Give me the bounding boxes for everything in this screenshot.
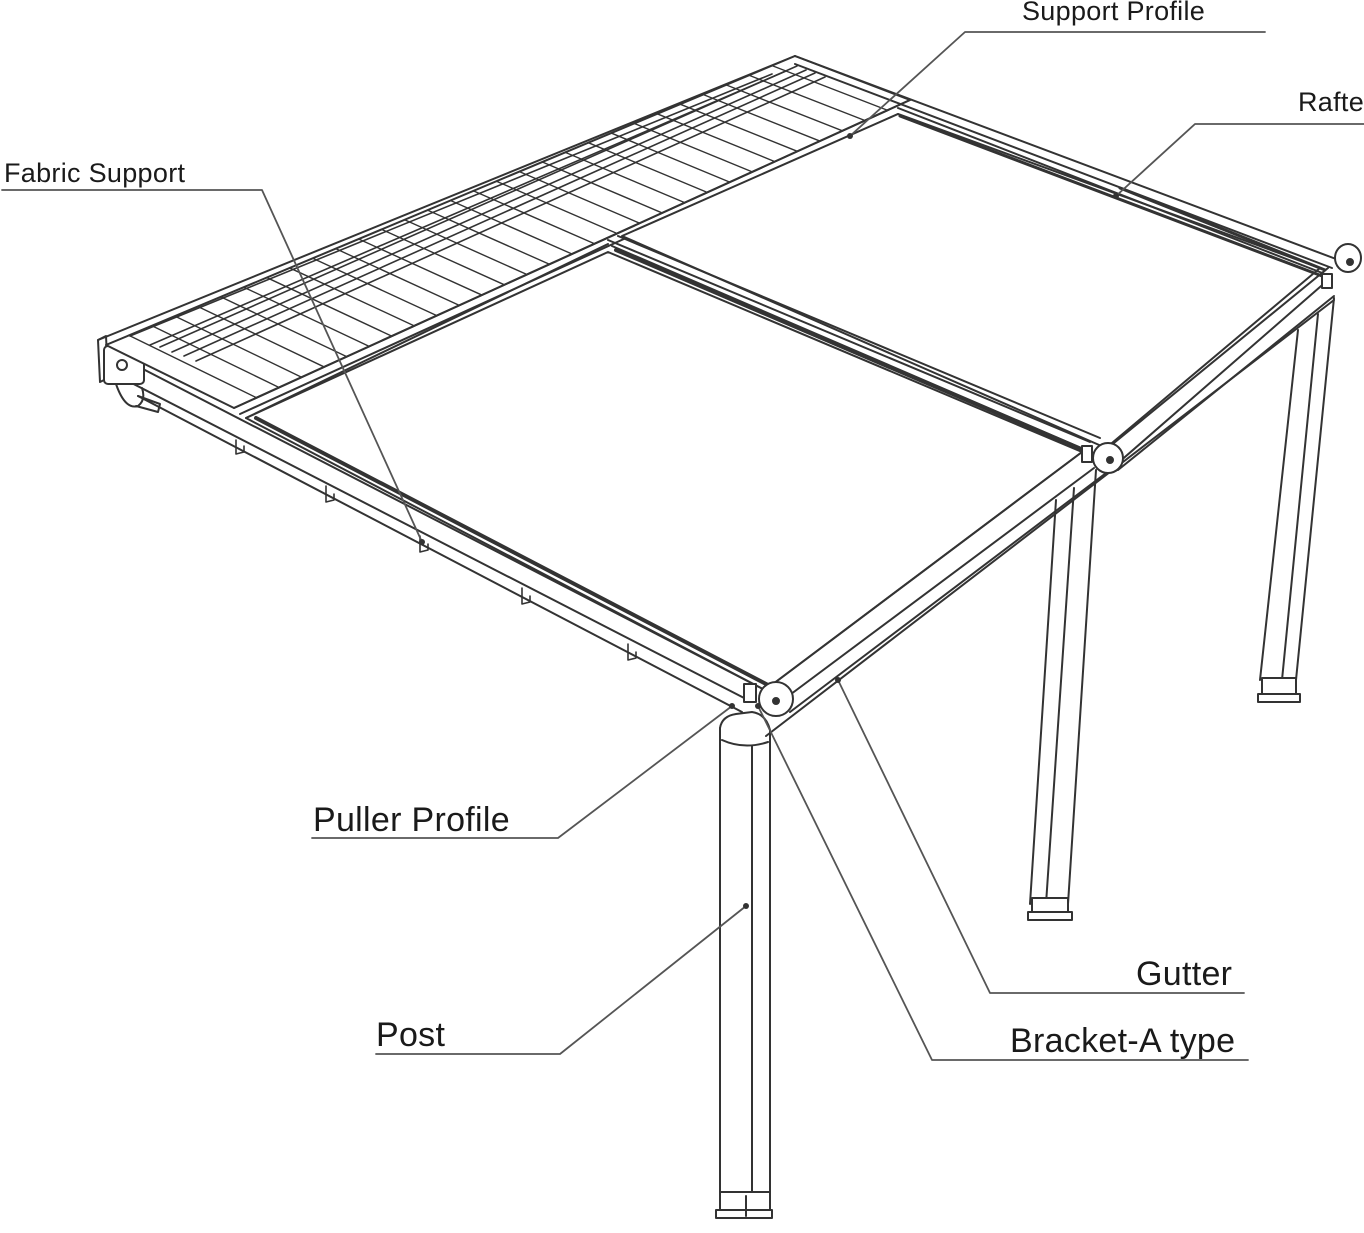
bracket-caps xyxy=(743,243,1362,717)
back-post xyxy=(1257,297,1335,703)
slat-line xyxy=(771,64,889,111)
slat-line xyxy=(541,161,663,214)
leader-dots xyxy=(419,133,1119,909)
slat-line xyxy=(702,93,821,142)
slat-line xyxy=(266,276,393,337)
gutter xyxy=(764,267,1335,737)
slat-line xyxy=(357,238,483,296)
slat-line xyxy=(587,141,708,194)
slat-line xyxy=(174,315,303,378)
slat-line xyxy=(403,219,528,276)
label-gutter: Gutter xyxy=(1136,955,1233,993)
slat-line xyxy=(495,180,618,235)
slat-line xyxy=(472,190,596,245)
slat-line xyxy=(243,286,370,348)
slat-lines xyxy=(128,64,889,399)
slat-line xyxy=(220,296,348,358)
back-rafter xyxy=(794,55,1345,277)
slat-line xyxy=(197,305,325,368)
label-puller-profile: Puller Profile xyxy=(313,801,510,839)
slat-line xyxy=(289,267,415,327)
slat-line xyxy=(725,84,844,132)
slat-line xyxy=(656,113,776,163)
label-bracket-a-type: Bracket-A type xyxy=(1010,1022,1236,1060)
label-fabric-support: Fabric Support xyxy=(4,158,186,188)
slat-line xyxy=(426,209,551,265)
middle-post xyxy=(1027,469,1097,921)
slat-line xyxy=(610,132,731,183)
front-post xyxy=(715,711,773,1219)
puller-profile-beam xyxy=(254,114,1324,688)
slat-line xyxy=(679,103,799,153)
label-post: Post xyxy=(376,1016,446,1054)
leader-lines xyxy=(1,31,1364,1061)
slat-line xyxy=(334,247,461,307)
label-support-profile: Support Profile xyxy=(1022,0,1206,26)
slat-line xyxy=(128,334,258,399)
slat-line xyxy=(151,325,280,389)
slat-line xyxy=(564,151,686,204)
slat-line xyxy=(633,122,753,173)
slat-line xyxy=(380,228,506,286)
slat-line xyxy=(748,74,866,122)
slat-line xyxy=(449,199,573,255)
slat-line xyxy=(518,170,641,224)
slat-line xyxy=(312,257,438,317)
label-rafter: Rafte xyxy=(1298,87,1364,117)
